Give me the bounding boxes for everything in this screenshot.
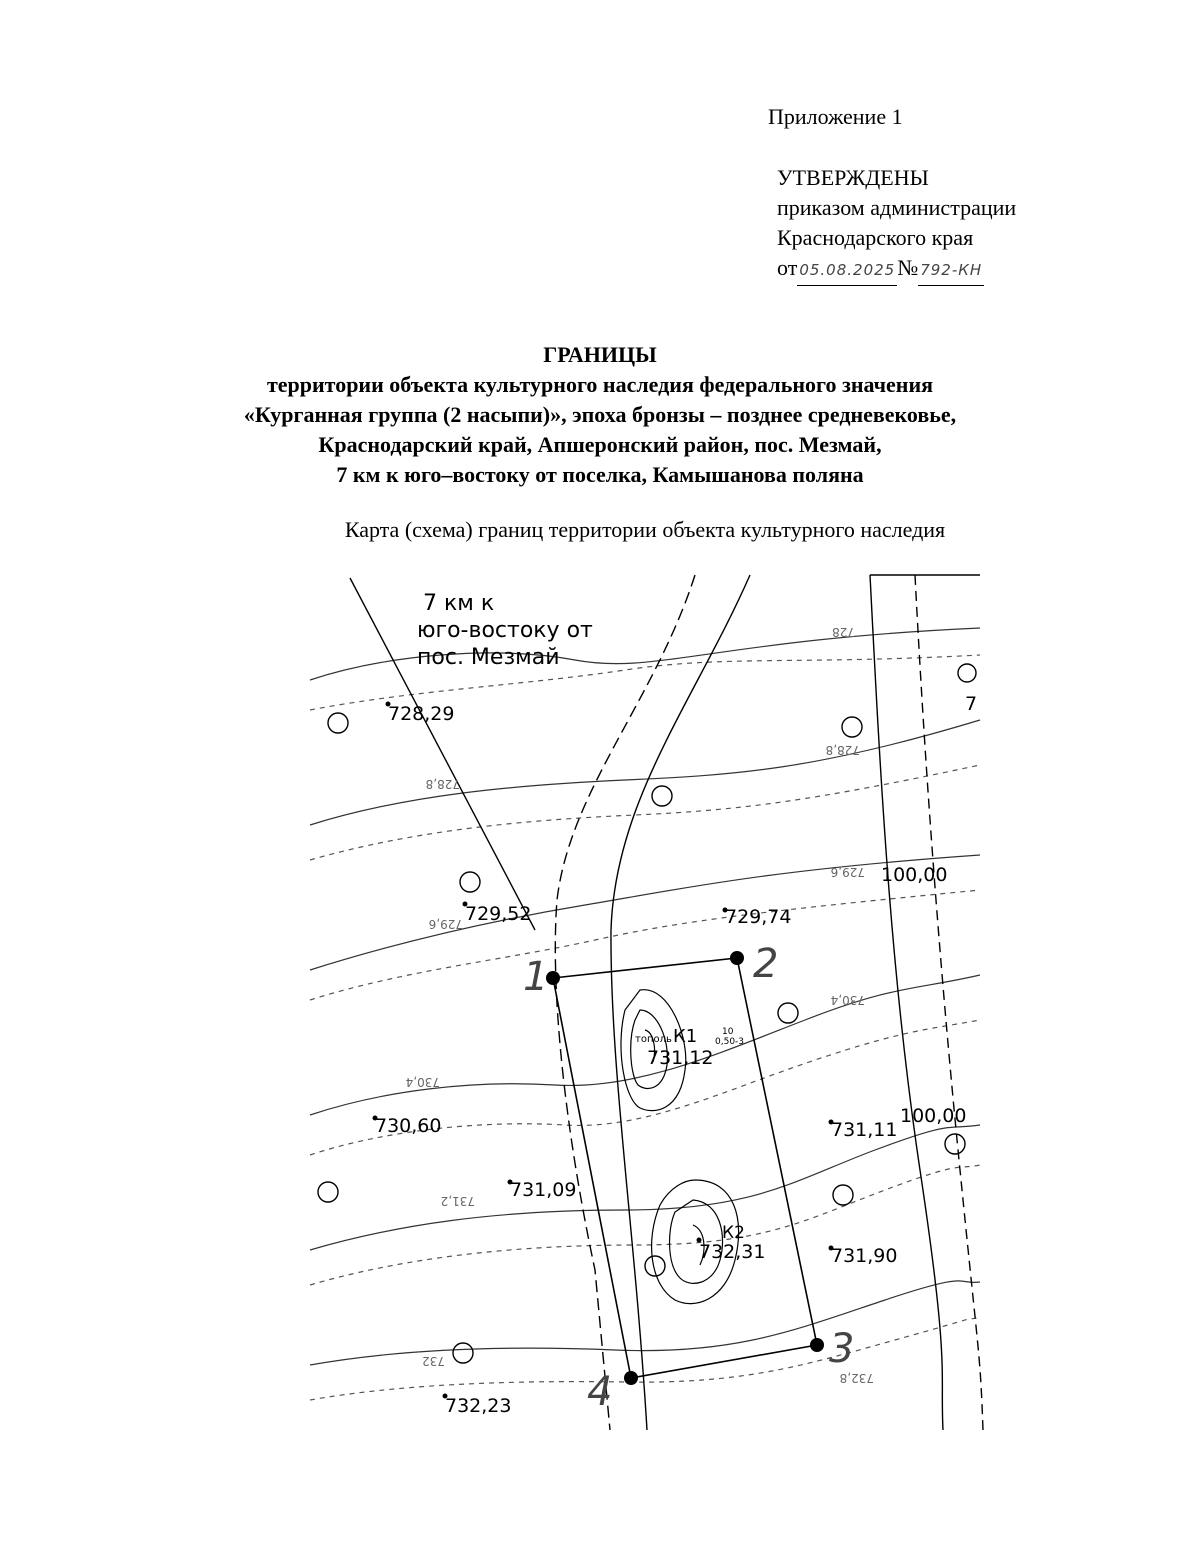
contour-label: 731,2 [441,1194,475,1208]
boundary-map: 7 км к юго-востоку от пос. Мезмай 728,29… [309,574,984,1431]
grid-label: 7 [965,693,977,715]
tree-mark: 10 [722,1027,734,1037]
location-note-line: 7 км к [423,591,494,616]
approved-line: приказом администрации [777,195,1017,220]
elevation-dots [372,701,834,1399]
title-main: ГРАНИЦЫ [543,342,657,367]
elevation-label: 729,74 [725,906,791,928]
boundary-point-markers [546,951,824,1385]
order-number-sign: № [897,255,919,280]
title-line: Краснодарский край, Апшеронский район, п… [318,432,882,457]
contour-lines [309,627,981,1401]
contour-label: 732,8 [840,1371,874,1385]
location-note-line: пос. Мезмай [417,645,560,670]
contour-label: 730,4 [406,1075,440,1089]
boundary-point-number: 2 [753,941,778,987]
map-subtitle: Карта (схема) границ территории объекта … [344,517,946,542]
approval-block: УТВЕРЖДЕНЫ приказом администрации Красно… [777,163,1016,286]
location-note: 7 км к юго-востоку от пос. Мезмай [417,591,593,670]
elevation-label: 731,09 [510,1179,576,1201]
mound-k1 [620,989,687,1112]
order-number: 792-КН [918,255,985,286]
order-prefix: от [777,255,798,280]
elevation-label: 731,90 [831,1245,897,1267]
elevation-label: 729,52 [465,903,531,925]
contour-label: 729,6 [429,917,463,931]
appendix-label: Приложение 1 [768,104,903,129]
contour-label: 730,4 [831,993,865,1007]
mound-labels: К1 К2 тополь 10 0,50-3 [635,1026,745,1243]
boundary-point-number: 1 [523,954,548,1000]
tree-size: 0,50-3 [715,1037,744,1047]
boundary-point-number: 3 [829,1326,854,1372]
contour-label: 732 [422,1354,445,1368]
title-line: территории объекта культурного наследия … [266,372,934,397]
contour-label: 728,8 [826,743,860,757]
contour-label: 729,6 [831,865,865,879]
boundary-point-numbers: 1 2 3 4 [523,941,854,1415]
mound-k2 [650,1179,740,1305]
grid-label: 100,00 [881,864,947,886]
mound-label: К1 [673,1026,697,1047]
elevation-label: 732,23 [445,1395,511,1417]
boundary-polygon [552,957,818,1379]
document-title: ГРАНИЦЫ территории объекта культурного н… [0,340,1200,490]
elevation-labels: 728,29 729,52 729,74 731,12 730,60 731,1… [375,703,897,1417]
contour-label: 728,8 [426,777,460,791]
elevation-label: 728,29 [388,703,454,725]
mound-label: К2 [722,1223,745,1243]
tree-symbols [317,663,977,1364]
contour-label: 728 [832,625,855,639]
elevation-label: 731,12 [647,1047,713,1069]
contour-labels: 728 728,8 728,8 729,6 729,6 730,4 730,4 … [406,625,874,1385]
approved-line: УТВЕРЖДЕНЫ [777,165,929,190]
elevation-label: 730,60 [375,1115,441,1137]
boundary-point-number: 4 [587,1369,612,1415]
title-line: 7 км к юго–востоку от поселка, Камышанов… [336,462,864,487]
roads [349,574,984,1431]
title-line: «Курганная группа (2 насыпи)», эпоха бро… [243,402,957,427]
approved-line: Краснодарского края [777,225,974,250]
elevation-label: 732,31 [699,1241,765,1263]
location-note-line: юго-востоку от [417,618,593,643]
order-date: 05.08.2025 [797,255,898,286]
grid-label: 100,00 [900,1105,966,1127]
grid-labels: 100,00 100,00 7 [881,693,977,1127]
tree-note: тополь [635,1034,672,1045]
elevation-label: 731,11 [831,1119,897,1141]
